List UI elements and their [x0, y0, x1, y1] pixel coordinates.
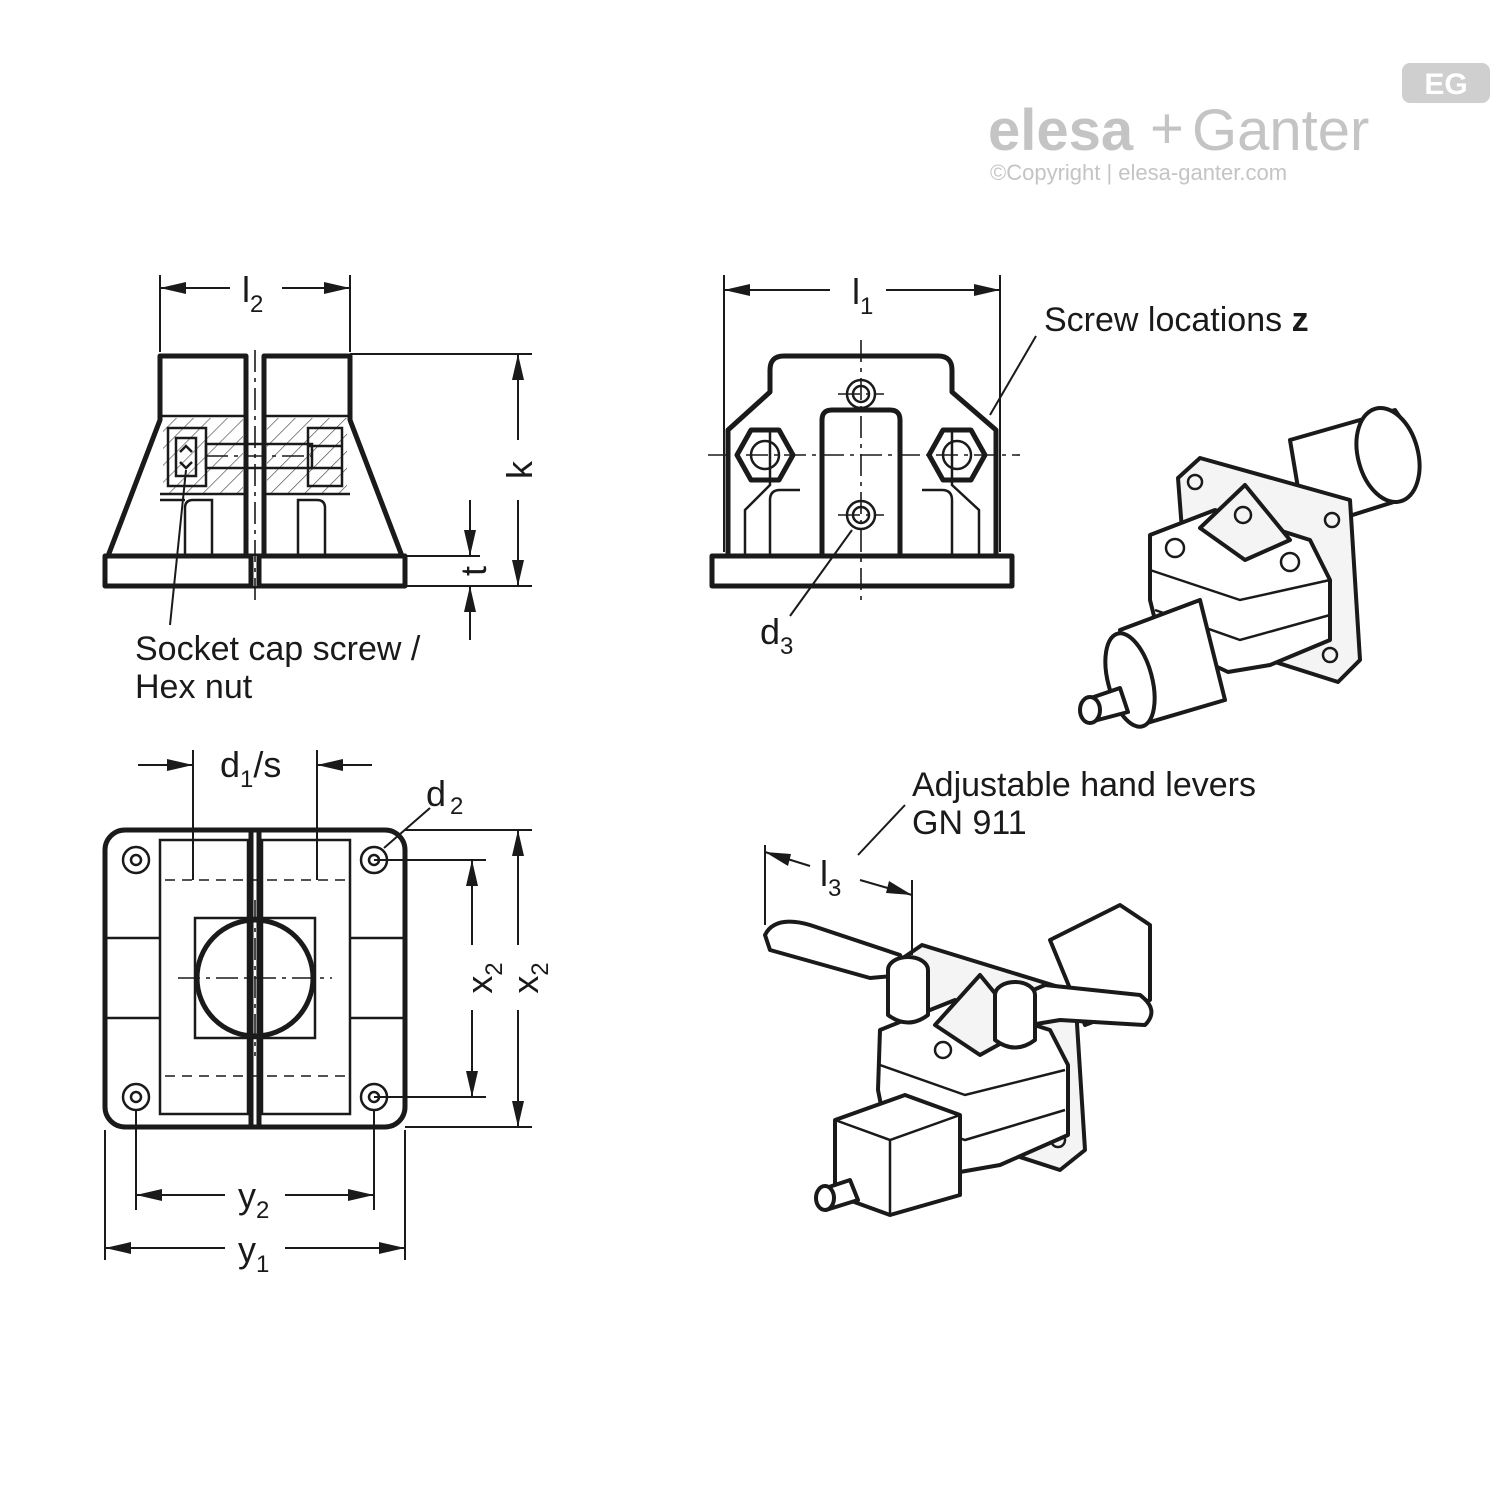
dim-y1-label: y1 — [238, 1229, 269, 1278]
hand-levers-label-line2: GN 911 — [912, 804, 1027, 842]
dim-l3-label: l3 — [820, 853, 841, 902]
dim-t-label: t — [453, 566, 494, 576]
iso-view-hand-levers: l3 Adjustable hand levers GN 911 — [763, 766, 1256, 1217]
dim-l1-label: l1 — [852, 271, 873, 320]
brand-badge-text: EG — [1424, 68, 1467, 101]
brand-badge — [1402, 63, 1490, 103]
brand-copyright: ©Copyright | elesa-ganter.com — [990, 160, 1287, 185]
dim-d1s-label: d1/s — [220, 744, 281, 793]
screw-locations-label: Screw locations z — [1044, 301, 1309, 339]
brand-logo: EG elesa + Ganter ©Copyright | elesa-gan… — [988, 63, 1490, 185]
socket-cap-screw-label: Socket cap screw / — [135, 630, 421, 668]
front-section-view: l2 k t Socket cap screw / Hex nut — [102, 269, 540, 706]
hex-nut-label: Hex nut — [135, 668, 253, 706]
dim-x2-outer-label: x2 — [505, 962, 554, 993]
dim-l2-label: l2 — [242, 269, 263, 318]
side-view: l1 Screw locations z d3 — [708, 271, 1309, 660]
brand-name-plus: + — [1150, 96, 1184, 161]
brand-name-ganter: Ganter — [1192, 98, 1369, 163]
dim-x2-inner-label: x2 — [459, 962, 508, 993]
dim-k-label: k — [499, 460, 540, 479]
hand-levers-label-line1: Adjustable hand levers — [912, 766, 1256, 804]
dim-d3-label: d3 — [760, 611, 793, 660]
brand-name-elesa: elesa — [988, 98, 1134, 163]
dim-y2-label: y2 — [238, 1175, 269, 1224]
iso-view-round-tube — [1078, 405, 1422, 729]
